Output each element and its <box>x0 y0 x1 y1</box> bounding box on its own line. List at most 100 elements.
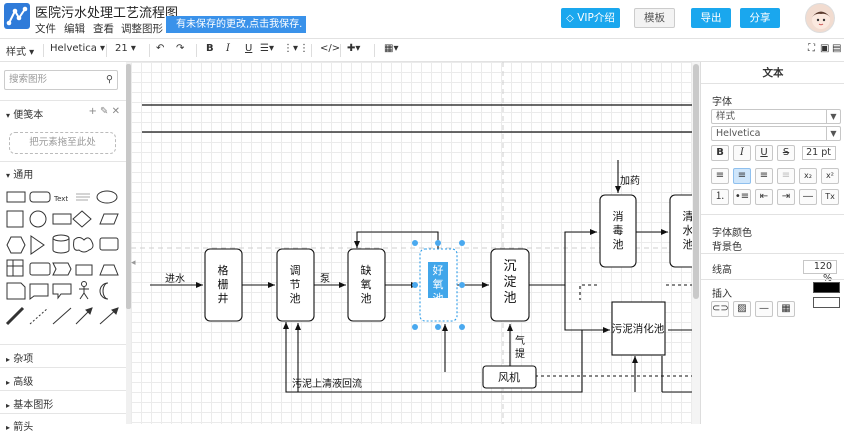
label-bar-screen-well: 格栅井 <box>218 263 229 305</box>
more-icon[interactable]: ⋮ <box>299 43 309 54</box>
basic-shapes-section[interactable]: ▸ 基本图形 <box>6 400 54 411</box>
font-size-dropdown[interactable]: 21 ▾ <box>115 43 136 54</box>
search-icon[interactable]: ⚲ <box>106 74 113 85</box>
font-family-dropdown[interactable]: Helvetica ▾ <box>50 43 106 54</box>
table-dropdown[interactable]: ▦▾ <box>384 43 399 54</box>
share-button[interactable]: 分享 <box>740 8 780 28</box>
dashed-connector[interactable] <box>579 284 597 300</box>
scratchpad-section[interactable]: ▾ 便笺本 + ✎ ✕ <box>6 106 121 121</box>
numbered-list-icon[interactable]: ⒈ <box>711 189 729 205</box>
label-dosing: 加药 <box>620 175 640 187</box>
superscript-icon[interactable]: x² <box>821 168 839 184</box>
label-clean-water-tank: 清水池 <box>683 210 694 251</box>
menu-file[interactable]: 文件 <box>35 23 56 35</box>
align-center-icon[interactable]: ≡ <box>733 168 751 184</box>
insert-line-icon[interactable]: — <box>755 301 773 317</box>
canvas-scrollbar-thumb[interactable] <box>693 64 699 299</box>
indent-icon[interactable]: ⇥ <box>777 189 795 205</box>
align-left-icon[interactable]: ≡ <box>711 168 729 184</box>
arrows-section[interactable]: ▸ 箭头 <box>6 422 34 433</box>
insert-link-icon[interactable]: ⊂⊃ <box>711 301 729 317</box>
line-height-label: 线高 <box>712 265 732 276</box>
line-height-input[interactable]: 120 % <box>803 260 837 284</box>
fullscreen-icon[interactable]: ⛶ <box>808 43 815 54</box>
align-dropdown[interactable]: ☰▾ <box>260 43 274 54</box>
node-equalization-tank[interactable] <box>276 248 315 322</box>
undo-icon[interactable]: ↶ <box>156 43 165 54</box>
outdent-icon[interactable]: ⇤ <box>755 189 773 205</box>
menu-edit[interactable]: 编辑 <box>64 23 85 35</box>
underline-button[interactable]: U <box>245 43 253 54</box>
node-bar-screen-well[interactable] <box>204 248 243 322</box>
shape-search-input[interactable]: 搜索图形 ⚲ <box>4 70 118 90</box>
format-panel-tab-text[interactable]: 文本 <box>701 62 844 84</box>
insert-plus-dropdown[interactable]: ✚▾ <box>347 43 361 54</box>
node-sludge-digester[interactable] <box>611 301 666 356</box>
document-title[interactable]: 医院污水处理工艺流程图 <box>35 6 179 21</box>
strikethrough-button[interactable]: S <box>777 145 795 161</box>
style-dropdown[interactable]: 样式 ▾ <box>6 47 35 58</box>
align-right-icon[interactable]: ≡ <box>755 168 773 184</box>
label-pump: 泵 <box>320 273 330 285</box>
toolbar-divider <box>43 44 44 57</box>
vip-button[interactable]: ◇ VIP介绍 <box>561 8 620 28</box>
underline-button[interactable]: U <box>755 145 773 161</box>
app-logo[interactable] <box>4 3 30 29</box>
toolbar-divider <box>106 44 107 57</box>
collapse-left-panel-icon[interactable]: ◂ <box>131 258 136 268</box>
return-connector[interactable] <box>354 231 439 250</box>
connector[interactable] <box>529 229 597 286</box>
selection-handles[interactable] <box>412 240 465 330</box>
diagram-canvas[interactable]: 格栅井 调节池 缺氧池 好氧池 消毒池 清水池 沉淀池 污泥消化池 风机 进水 … <box>131 62 700 424</box>
italic-button[interactable]: I <box>226 43 230 54</box>
misc-section[interactable]: ▸ 杂项 <box>6 354 34 365</box>
scratchpad-actions[interactable]: + ✎ ✕ <box>88 106 121 117</box>
menu-arrange[interactable]: 调整图形 <box>121 23 163 35</box>
italic-button[interactable]: I <box>733 145 751 161</box>
insert-table-icon[interactable]: ▦ <box>777 301 795 317</box>
format-toolbar: 样式 ▾ Helvetica ▾ 21 ▾ ↶ ↷ B I U ☰▾ ⋮▾ ⋮ … <box>0 38 844 62</box>
font-size-input[interactable]: 21 pt <box>802 146 836 160</box>
horizontal-rule-icon[interactable]: ― <box>799 189 817 205</box>
background-color-swatch[interactable] <box>813 297 840 308</box>
position-dropdown[interactable]: ⋮▾ <box>283 43 299 54</box>
subscript-icon[interactable]: x₂ <box>799 168 817 184</box>
user-avatar[interactable] <box>805 3 835 33</box>
flowchart[interactable]: 格栅井 调节池 缺氧池 好氧池 消毒池 清水池 沉淀池 污泥消化池 风机 进水 … <box>131 62 700 424</box>
panel-scrollbar-thumb[interactable] <box>126 64 131 309</box>
label-blower: 风机 <box>498 370 520 384</box>
font-color-swatch[interactable] <box>813 282 840 293</box>
sludge-connector[interactable] <box>564 285 610 333</box>
template-button[interactable]: 模板 <box>634 8 675 28</box>
code-button[interactable]: </> <box>320 43 341 54</box>
background-color-label: 背景色 <box>712 242 742 253</box>
node-anoxic-tank[interactable] <box>347 248 386 322</box>
text-style-select[interactable]: 样式▼ <box>711 109 841 124</box>
menu-view[interactable]: 查看 <box>93 23 114 35</box>
format-panel: 文本 字体 样式▼ Helvetica▼ B I U S 21 pt ≡ ≡ ≡… <box>700 62 844 424</box>
bold-button[interactable]: B <box>206 43 214 54</box>
bullet-list-icon[interactable]: •≡ <box>733 189 751 205</box>
node-disinfection-tank[interactable] <box>599 194 637 268</box>
scratchpad-drop-zone[interactable]: 把元素拖至此处 <box>9 132 116 154</box>
bold-button[interactable]: B <box>711 145 729 161</box>
node-blower[interactable] <box>482 365 537 389</box>
export-button[interactable]: 导出 <box>691 8 731 28</box>
general-shapes-grid[interactable]: Text <box>4 188 124 338</box>
fit-window-icon[interactable]: ▣ <box>820 43 830 54</box>
divider <box>0 100 126 101</box>
advanced-section[interactable]: ▸ 高级 <box>6 377 34 388</box>
supernatant-return[interactable] <box>295 323 583 393</box>
redo-icon[interactable]: ↷ <box>176 43 185 54</box>
clear-format-icon[interactable]: Tx <box>821 189 839 205</box>
node-sedimentation-tank[interactable] <box>490 248 530 322</box>
collapse-panel-icon[interactable]: ▤ <box>832 43 842 54</box>
general-section[interactable]: ▾ 通用 <box>6 170 34 181</box>
unsaved-changes-notice[interactable]: 有未保存的更改,点击我保存. <box>166 16 306 33</box>
label-supernatant-return: 污泥上清液回流 <box>292 377 362 390</box>
insert-image-icon[interactable]: ▨ <box>733 301 751 317</box>
justify-icon[interactable]: ≡ <box>777 168 795 184</box>
font-family-select[interactable]: Helvetica▼ <box>711 126 841 141</box>
supernatant-return[interactable] <box>283 322 298 393</box>
app-header: 医院污水处理工艺流程图 文件 编辑 查看 调整图形 有未保存的更改,点击我保存.… <box>0 0 844 38</box>
